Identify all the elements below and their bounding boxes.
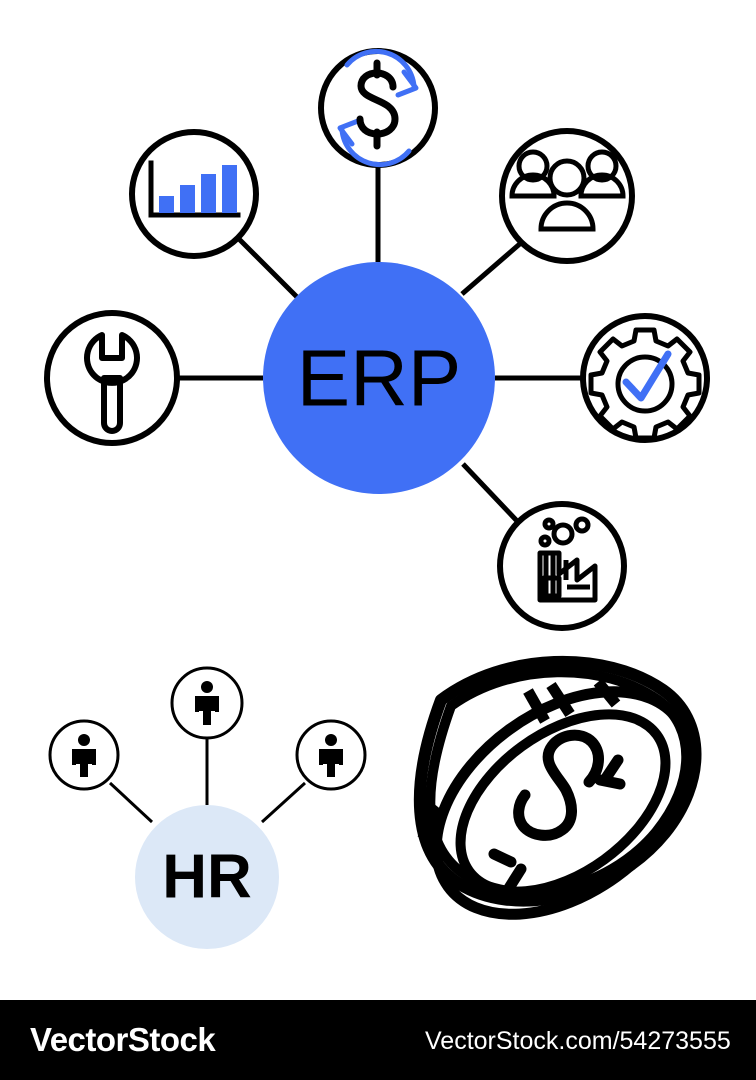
- erp-connectors: [177, 166, 583, 524]
- hr-hub[interactable]: HR: [135, 805, 279, 949]
- chart-bars-icon: [159, 165, 237, 213]
- node-people[interactable]: [499, 128, 635, 264]
- coin-dollar-sign-icon: [488, 729, 626, 894]
- node-quality[interactable]: [580, 313, 710, 443]
- node-person-right[interactable]: [295, 719, 367, 791]
- hr-connector-right: [260, 781, 307, 824]
- erp-hub-label: ERP: [297, 334, 462, 423]
- dollar-sign-icon: [356, 59, 399, 150]
- wrench-icon: [84, 332, 140, 434]
- coin-dollar-icon[interactable]: [395, 646, 732, 960]
- coin-face-outer: [430, 686, 696, 920]
- hr-connectors: [108, 738, 307, 824]
- people-group-icon: [509, 149, 626, 232]
- erp-hub[interactable]: ERP: [263, 262, 495, 494]
- person-icon: [195, 681, 219, 725]
- node-person-left[interactable]: [48, 719, 120, 791]
- person-icon: [72, 734, 96, 777]
- hr-hub-circle: [135, 805, 279, 949]
- hr-hub-label: HR: [162, 843, 252, 912]
- node-finance-cycle[interactable]: [318, 48, 438, 168]
- node-analytics[interactable]: [129, 129, 259, 259]
- connector-people: [460, 240, 524, 296]
- coin-ridges: [417, 678, 621, 850]
- node-manufacturing[interactable]: [497, 501, 627, 631]
- check-icon: [622, 350, 672, 402]
- chart-axes-icon: [148, 160, 241, 218]
- node-maintenance[interactable]: [44, 310, 180, 446]
- footer-bar: [0, 1000, 756, 1080]
- refresh-arrows-icon: [337, 48, 419, 168]
- erp-hub-circle: [263, 262, 495, 494]
- hr-connector-left: [108, 781, 154, 824]
- gear-icon: [588, 327, 702, 441]
- node-person-top[interactable]: [170, 666, 244, 740]
- person-icon: [319, 734, 343, 777]
- footer-brand: VectorStock: [30, 1021, 216, 1058]
- connector-analytics: [236, 236, 299, 299]
- hr-person-nodes: [48, 666, 367, 791]
- footer-url: VectorStock.com/54273555: [425, 1027, 731, 1055]
- coin-face-inner: [455, 709, 671, 897]
- gear-check-circle-icon: [580, 313, 710, 443]
- factory-icon: [537, 516, 598, 603]
- connector-manufacturing: [461, 462, 520, 524]
